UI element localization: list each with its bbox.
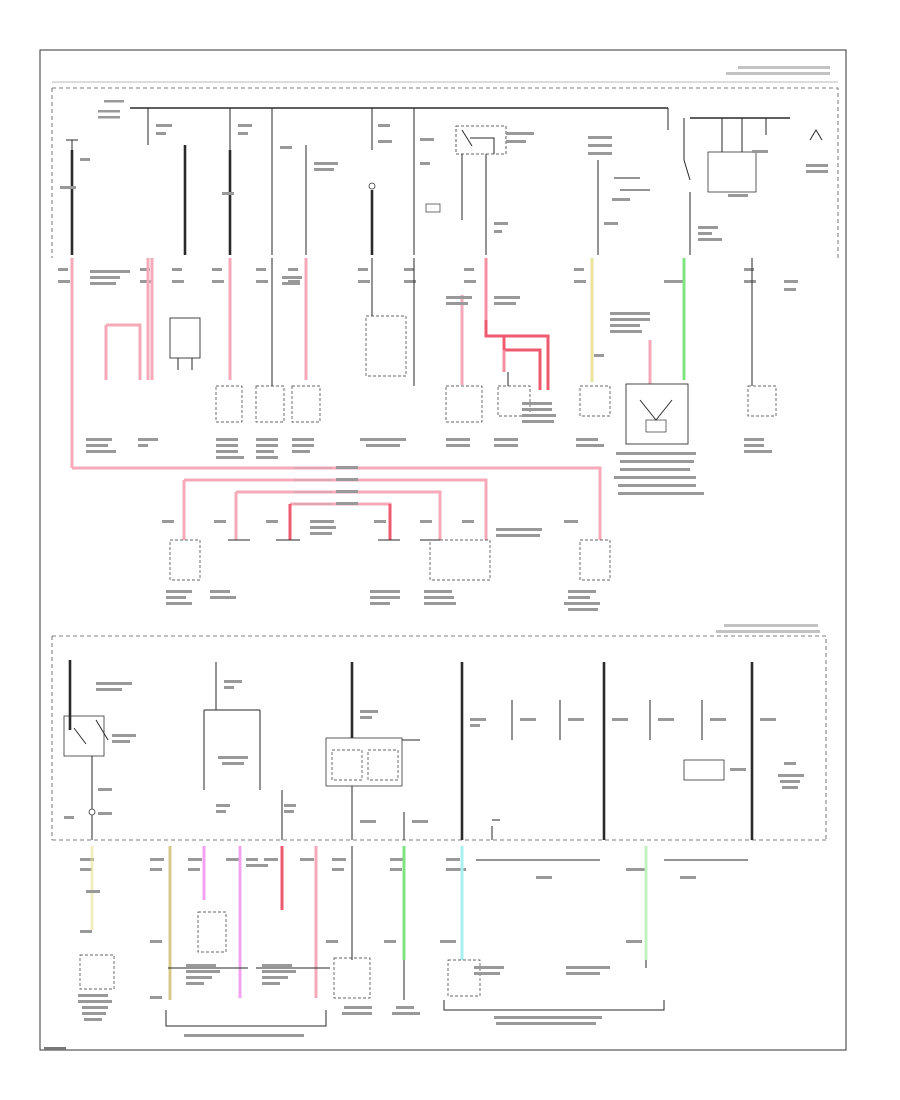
upper-components xyxy=(169,258,777,445)
upper-fuse-box-section xyxy=(51,66,839,611)
upper-colored-wires xyxy=(70,258,686,540)
lower-fuse-box-section xyxy=(51,624,827,1037)
upper-fuse-box-outline-top xyxy=(52,87,839,258)
lower-connector-row xyxy=(80,858,696,879)
lower-colored-wires xyxy=(90,846,648,1000)
upper-connector-row xyxy=(58,268,798,291)
upper-feeds xyxy=(60,108,828,255)
page-footer-mark xyxy=(44,1047,66,1050)
upper-component-labels xyxy=(86,270,772,495)
page-frame xyxy=(39,49,847,1051)
lower-component-labels xyxy=(78,890,642,1037)
lower-components xyxy=(79,911,665,1027)
lower-feeds xyxy=(63,660,804,840)
upper-lower-row xyxy=(162,520,611,611)
